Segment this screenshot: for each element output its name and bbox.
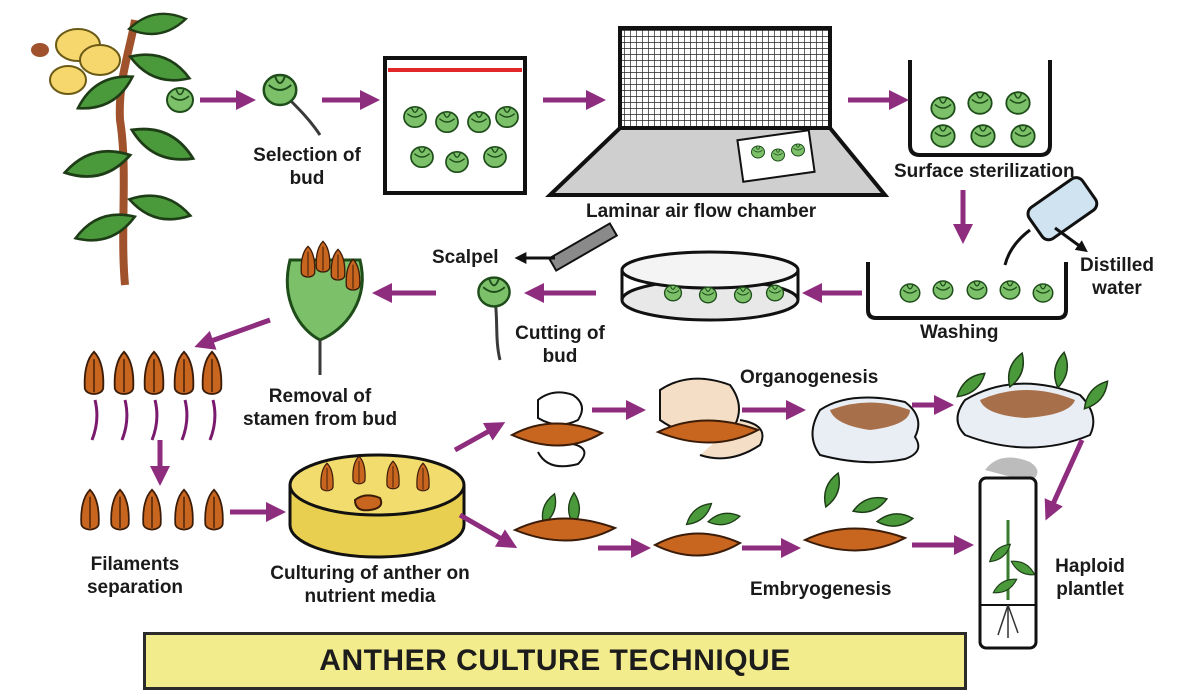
label-removal-of-stamen: Removal of stamen from bud	[235, 385, 405, 431]
laminar-chamber	[550, 28, 885, 195]
label-washing: Washing	[920, 321, 998, 344]
embryo-stage-2	[655, 499, 741, 555]
label-distilled-line1: Distilled	[1062, 254, 1172, 277]
label-distilled-water: Distilled water	[1062, 254, 1172, 300]
scalpel	[518, 223, 617, 270]
bud-container	[385, 58, 525, 193]
label-filaments-separation: Filaments separation	[60, 553, 210, 599]
embryo-stage-3	[805, 471, 913, 550]
callus-stage-2	[658, 379, 763, 459]
label-surface-sterilization: Surface sterilization	[894, 160, 1075, 183]
title-banner: ANTHER CULTURE TECHNIQUE	[143, 632, 967, 690]
label-culturing-anther: Culturing of anther on nutrient media	[240, 562, 500, 608]
label-filaments-line1: Filaments	[60, 553, 210, 576]
label-removal-line1: Removal of	[235, 385, 405, 408]
label-organogenesis: Organogenesis	[740, 366, 878, 389]
culture-dish	[290, 455, 464, 557]
label-cutting-line2: bud	[500, 345, 620, 368]
label-haploid-plantlet: Haploid plantlet	[1040, 555, 1140, 601]
label-cutting-of-bud: Cutting of bud	[500, 322, 620, 368]
petri-dish	[622, 252, 798, 320]
label-selection-of-bud: Selection of bud	[232, 144, 382, 190]
callus-stage-3	[813, 398, 919, 463]
label-culturing-line2: nutrient media	[240, 585, 500, 608]
stamens-with-filaments	[85, 352, 222, 440]
label-scalpel: Scalpel	[432, 246, 499, 269]
embryo-stage-1	[515, 492, 615, 541]
label-haploid-line2: plantlet	[1040, 578, 1140, 601]
shoot-regeneration	[953, 351, 1112, 447]
label-laminar-air-flow: Laminar air flow chamber	[586, 200, 816, 223]
label-embryogenesis: Embryogenesis	[750, 578, 892, 601]
label-removal-line2: stamen from bud	[235, 408, 405, 431]
flowering-plant	[31, 9, 198, 285]
washing-tray	[868, 262, 1066, 318]
wash-bottle	[1005, 175, 1100, 265]
plantlet-tube	[980, 458, 1038, 649]
label-haploid-line1: Haploid	[1040, 555, 1140, 578]
opened-bud	[287, 241, 362, 375]
label-distilled-line2: water	[1062, 277, 1172, 300]
label-cutting-line1: Cutting of	[500, 322, 620, 345]
diagram-title: ANTHER CULTURE TECHNIQUE	[319, 644, 790, 678]
separated-anthers	[81, 490, 223, 530]
selected-bud	[264, 75, 320, 135]
sterilization-beaker	[910, 60, 1050, 155]
label-selection-line1: Selection of	[232, 144, 382, 167]
callus-stage-1	[512, 392, 602, 466]
label-filaments-line2: separation	[60, 576, 210, 599]
label-selection-line2: bud	[232, 167, 382, 190]
label-culturing-line1: Culturing of anther on	[240, 562, 500, 585]
